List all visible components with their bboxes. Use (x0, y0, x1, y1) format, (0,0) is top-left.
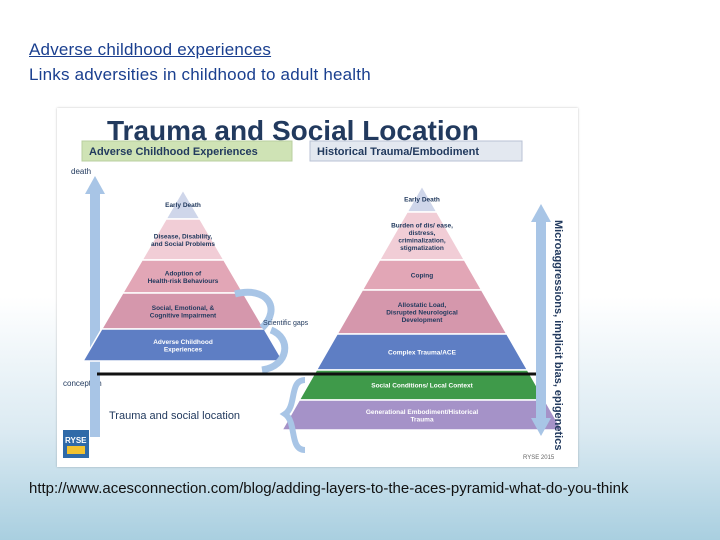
ryse-logo: RYSE (63, 430, 89, 458)
right-pyramid-layer-label-6: Social Conditions/ Local Context (371, 383, 473, 390)
side-text: Microaggressions, implicit bias, epigene… (552, 220, 564, 450)
scientific-gaps-label: Scientific gaps (263, 320, 309, 327)
right-pyramid-layer-label-3: Coping (411, 273, 433, 280)
left-header-box (81, 140, 293, 162)
connector-arrows (234, 288, 289, 374)
svg-text:RYSE: RYSE (65, 436, 87, 445)
right-header-box (309, 140, 523, 162)
lifespan-arrow (85, 176, 105, 437)
bracket-icon (279, 377, 306, 453)
right-pyramid-layer-label-1: Early Death (404, 197, 440, 204)
bottom-caption: Trauma and social location (109, 410, 240, 422)
left-pyramid-layer-label-2: Disease, Disability,and Social Problems (151, 233, 215, 248)
conception-label: conception (63, 379, 102, 388)
left-pyramid-layer-label-1: Early Death (165, 202, 201, 209)
slide-subtitle: Links adversities in childhood to adult … (29, 65, 371, 84)
right-pyramid-layer-label-5: Complex Trauma/ACE (388, 350, 457, 357)
left-pyramid-layer-label-4: Social, Emotional, &Cognitive Impairment (150, 305, 217, 320)
slide-title: Adverse childhood experiences (29, 40, 272, 59)
death-label: death (71, 167, 91, 176)
source-url[interactable]: http://www.acesconnection.com/blog/addin… (29, 480, 629, 497)
right-arrow (531, 204, 551, 436)
credit-label: RYSE 2015 (523, 455, 555, 461)
right-header: Historical Trauma/Embodiment (317, 146, 479, 158)
left-header: Adverse Childhood Experiences (89, 146, 258, 158)
trauma-diagram: Trauma and Social Location Adverse Child… (57, 108, 578, 467)
right-pyramid-layer-label-2: Burden of dis/ ease,distress,criminaliza… (391, 222, 453, 252)
